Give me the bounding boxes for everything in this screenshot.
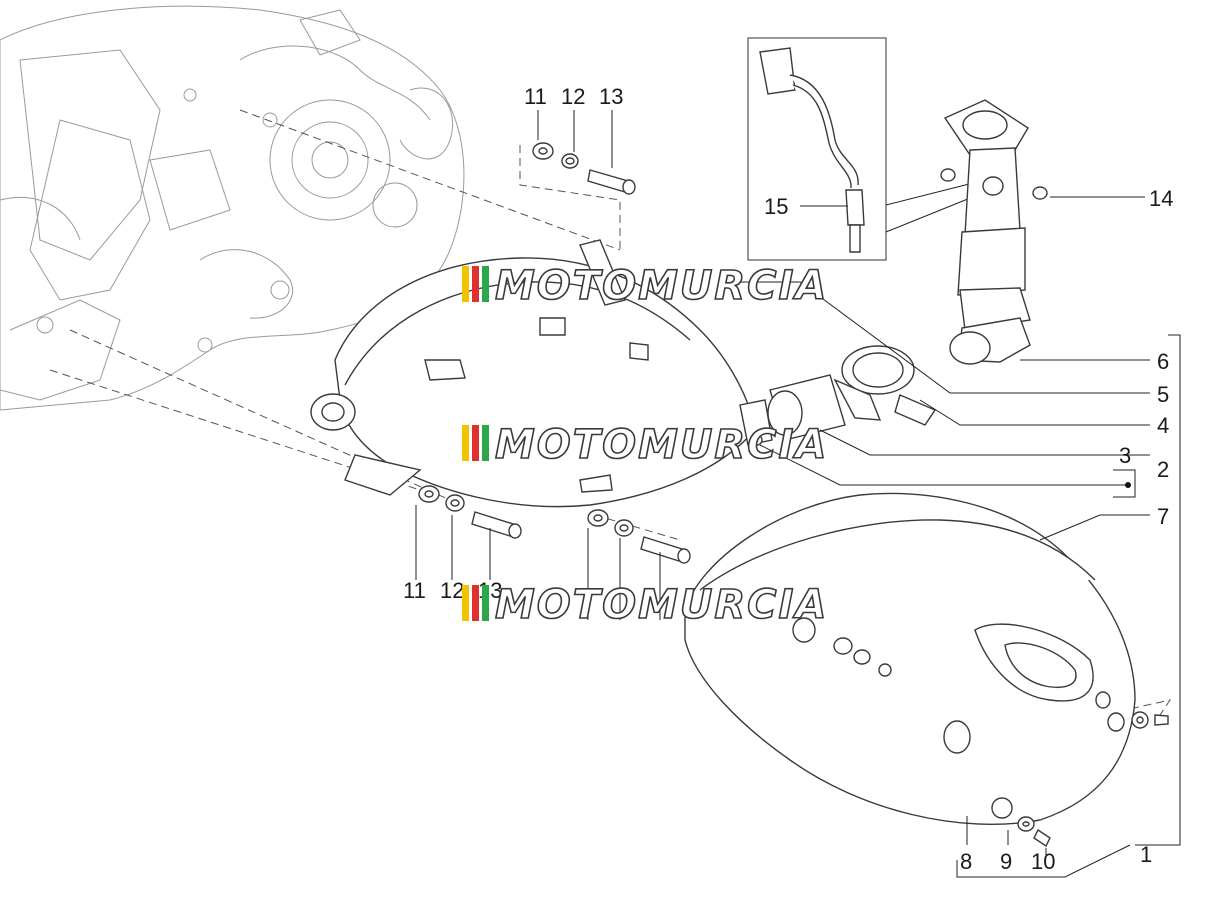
- watermark-text: MOTOMURCIA: [495, 582, 828, 628]
- callout-13-top: 13: [599, 84, 623, 109]
- watermark-text: MOTOMURCIA: [495, 422, 828, 468]
- callout-1: 1: [1140, 842, 1152, 867]
- callout-6: 6: [1157, 349, 1169, 374]
- watermark-stripes: [462, 266, 489, 302]
- mount-hardware: [991, 711, 1169, 848]
- callout-2: 2: [1157, 457, 1169, 482]
- callout-12-bottom: 12: [440, 578, 464, 603]
- watermark-bottom: MOTOMURCIA: [462, 581, 828, 629]
- callout-10: 10: [1031, 849, 1055, 874]
- bolt-set-left: [418, 485, 522, 539]
- callout-15: 15: [764, 194, 788, 219]
- lambda-sensor-inset: [747, 37, 991, 261]
- callout-3: 3: [1119, 443, 1131, 468]
- watermark-middle: MOTOMURCIA: [462, 421, 828, 469]
- callout-9: 9: [1000, 849, 1012, 874]
- callout-11-top: 11: [524, 84, 547, 109]
- watermark-stripes: [462, 585, 489, 621]
- clamp-and-sleeve: [767, 345, 937, 441]
- engine-drawing: [0, 5, 465, 411]
- bolt-set-middle: [587, 509, 691, 564]
- watermark-stripes: [462, 425, 489, 461]
- watermark-text: MOTOMURCIA: [495, 263, 828, 309]
- silencer: [684, 492, 1136, 825]
- exhaust-manifold: [940, 99, 1048, 365]
- bolt-set-top: [532, 142, 636, 195]
- leader-lines: [415, 110, 1181, 878]
- callout-11-bottom: 11: [403, 578, 426, 603]
- callout-8: 8: [960, 849, 972, 874]
- callout-5: 5: [1157, 382, 1169, 407]
- callout-12-top: 12: [561, 84, 585, 109]
- heat-shield: [310, 239, 773, 508]
- watermark-top: MOTOMURCIA: [462, 262, 828, 310]
- callout-4: 4: [1157, 413, 1169, 438]
- callout-14: 14: [1149, 186, 1173, 211]
- callout-7: 7: [1157, 504, 1169, 529]
